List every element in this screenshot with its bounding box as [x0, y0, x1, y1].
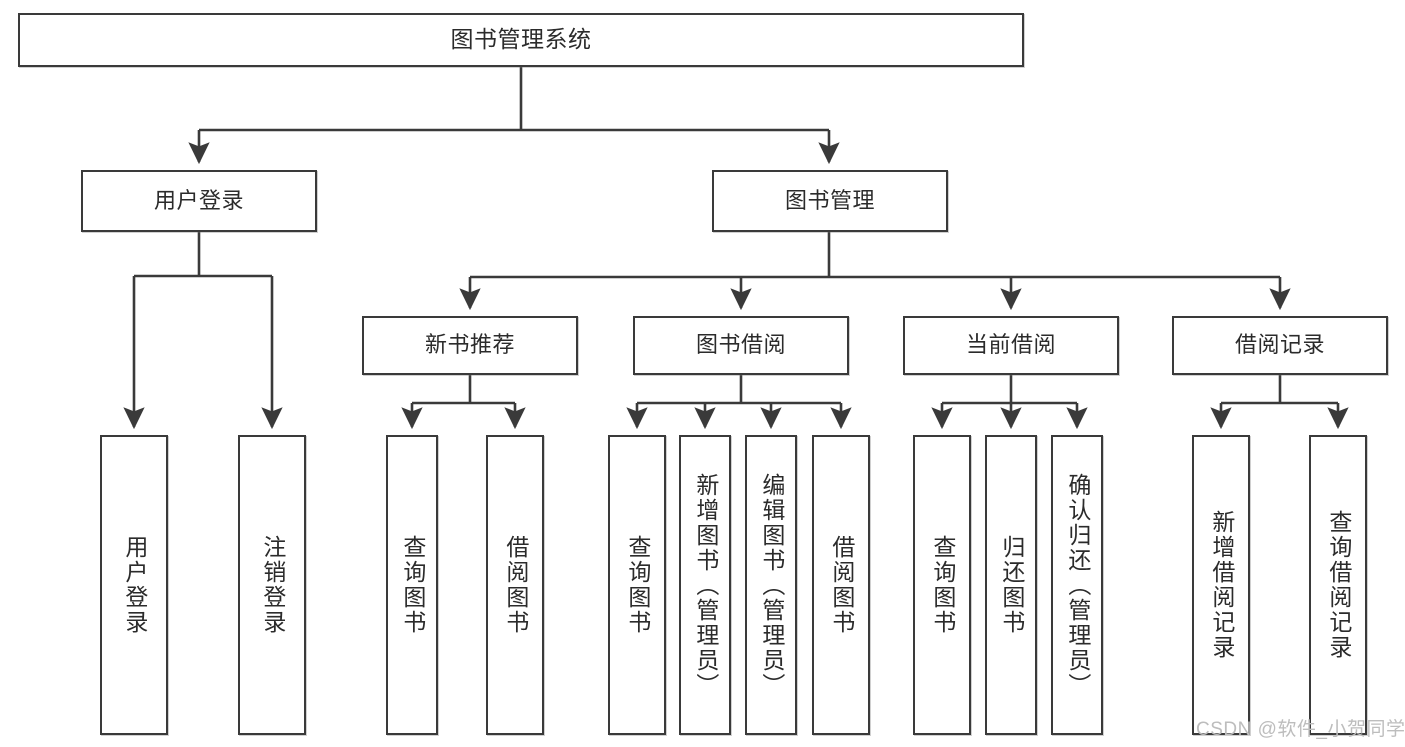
node-leaf-confirm-return-admin-label: 确认归还（管理员） — [1064, 472, 1091, 698]
node-leaf-add-book-admin[interactable]: 新增图书（管理员） — [679, 435, 731, 735]
node-leaf-user-logout[interactable]: 注销登录 — [238, 435, 306, 735]
node-book-manage-label: 图书管理 — [784, 187, 875, 213]
node-leaf-user-login-label: 用户登录 — [121, 535, 148, 635]
node-leaf-user-login[interactable]: 用户登录 — [100, 435, 168, 735]
node-root[interactable]: 图书管理系统 — [18, 13, 1024, 67]
node-leaf-borrow-book-2[interactable]: 借阅图书 — [812, 435, 870, 735]
node-leaf-query-book-2-label: 查询图书 — [624, 535, 651, 635]
node-current-borrow-label: 当前借阅 — [965, 332, 1056, 358]
node-leaf-edit-book-admin[interactable]: 编辑图书（管理员） — [745, 435, 797, 735]
node-leaf-confirm-return-admin[interactable]: 确认归还（管理员） — [1051, 435, 1103, 735]
node-leaf-query-borrow-record-label: 查询借阅记录 — [1325, 510, 1352, 660]
node-leaf-add-book-admin-label: 新增图书（管理员） — [692, 472, 719, 698]
node-leaf-query-book-3-label: 查询图书 — [929, 535, 956, 635]
node-new-book-recommend[interactable]: 新书推荐 — [362, 316, 578, 375]
node-leaf-add-borrow-record-label: 新增借阅记录 — [1208, 510, 1235, 660]
node-borrow-record-label: 借阅记录 — [1234, 332, 1325, 358]
node-leaf-query-book-1[interactable]: 查询图书 — [386, 435, 438, 735]
node-borrow-record[interactable]: 借阅记录 — [1172, 316, 1388, 375]
node-root-label: 图书管理系统 — [450, 26, 592, 53]
node-leaf-return-book[interactable]: 归还图书 — [985, 435, 1037, 735]
node-leaf-query-book-3[interactable]: 查询图书 — [913, 435, 971, 735]
node-current-borrow[interactable]: 当前借阅 — [903, 316, 1119, 375]
node-book-borrow[interactable]: 图书借阅 — [633, 316, 849, 375]
node-leaf-return-book-label: 归还图书 — [998, 535, 1025, 635]
node-user-login-label: 用户登录 — [153, 187, 244, 213]
node-leaf-borrow-book-1[interactable]: 借阅图书 — [486, 435, 544, 735]
node-leaf-user-logout-label: 注销登录 — [259, 535, 286, 635]
node-leaf-query-borrow-record[interactable]: 查询借阅记录 — [1309, 435, 1367, 735]
node-book-borrow-label: 图书借阅 — [695, 332, 786, 358]
node-user-login[interactable]: 用户登录 — [81, 170, 317, 232]
node-leaf-add-borrow-record[interactable]: 新增借阅记录 — [1192, 435, 1250, 735]
node-new-book-recommend-label: 新书推荐 — [424, 332, 515, 358]
node-leaf-borrow-book-2-label: 借阅图书 — [828, 535, 855, 635]
node-leaf-query-book-1-label: 查询图书 — [399, 535, 426, 635]
node-leaf-borrow-book-1-label: 借阅图书 — [502, 535, 529, 635]
node-leaf-query-book-2[interactable]: 查询图书 — [608, 435, 666, 735]
node-book-manage[interactable]: 图书管理 — [712, 170, 948, 232]
node-leaf-edit-book-admin-label: 编辑图书（管理员） — [758, 472, 785, 698]
watermark-text: CSDN @软件_小贺同学 — [1196, 719, 1405, 740]
